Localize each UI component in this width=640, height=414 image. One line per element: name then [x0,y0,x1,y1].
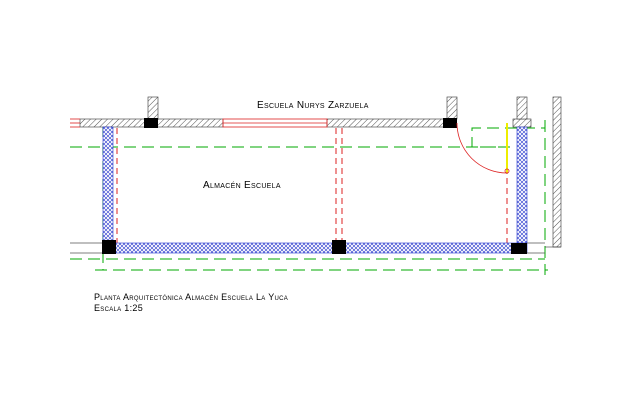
bottom-wall-extension [70,242,545,254]
left-wall [102,126,114,244]
column-stub-left [147,96,159,120]
right-wall [516,126,528,244]
door-swing [456,122,510,174]
interior-dashed-lines [116,128,508,245]
left-wall-ends [70,118,80,128]
top-window [222,118,328,128]
column [102,240,116,254]
building-label: Escuela Nurys Zarzuela [257,100,369,111]
plan-scale: Escala 1:25 [94,303,143,313]
column-stub-mid [446,96,458,120]
column [443,118,457,128]
plan-title: Planta Arquitectónica Almacén Escuela La… [94,292,289,302]
top-wall-far-right [512,118,532,128]
column-stub-right [516,96,528,120]
column [144,118,158,128]
column [511,243,527,254]
bottom-wall [102,242,528,254]
room-label: Almacén Escuela [203,180,281,191]
neighbor-building-wall [552,96,562,248]
column [332,240,346,254]
top-wall-right [326,118,448,128]
